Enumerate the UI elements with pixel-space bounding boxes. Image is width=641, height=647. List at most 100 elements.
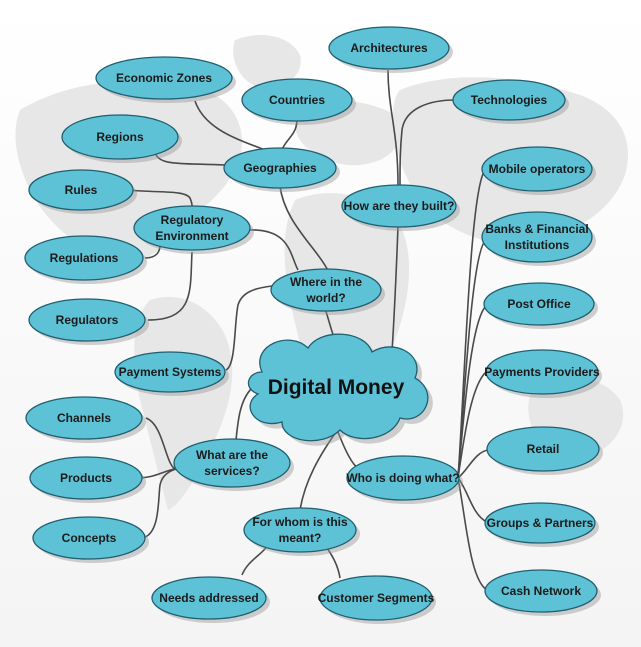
node-retail-label: Retail [527, 442, 560, 456]
node-banks-shape [481, 211, 593, 263]
node-where[interactable]: Where in the world? [270, 268, 382, 312]
node-payments-providers-shape [485, 349, 599, 395]
connector-services [235, 387, 253, 441]
node-where-shape [270, 268, 382, 312]
node-how-built-shape [341, 184, 457, 228]
node-needs[interactable]: Needs addressed [151, 576, 267, 620]
node-banks-label-line2: Institutions [505, 238, 570, 252]
node-groups[interactable]: Groups & Partners [484, 502, 596, 544]
node-regulators-shape [28, 298, 146, 342]
node-groups-label: Groups & Partners [487, 516, 594, 530]
node-mobile-operators[interactable]: Mobile operators [481, 146, 593, 192]
node-channels-shape [25, 396, 143, 440]
node-regulations-label: Regulations [50, 251, 119, 265]
node-regulatory-env-shape [133, 205, 251, 251]
connector-economic-zones [194, 100, 266, 151]
node-banks[interactable]: Banks & Financial Institutions [481, 211, 593, 263]
node-architectures-shape [328, 26, 450, 70]
connector-regulatory-env [247, 229, 299, 271]
connector-payments-providers [457, 371, 487, 479]
center-cloud-shape [247, 333, 429, 442]
connector-groups [457, 477, 488, 523]
node-for-whom-shape [243, 507, 357, 553]
connector-how-built [391, 225, 399, 353]
connector-for-whom [299, 431, 337, 511]
connector-regions [154, 151, 226, 166]
node-customer-segments-label: Customer Segments [318, 591, 435, 605]
node-regulators-label: Regulators [56, 313, 119, 327]
node-concepts-label: Concepts [62, 531, 117, 545]
node-customer-segments[interactable]: Customer Segments [318, 575, 435, 621]
node-post-office[interactable]: Post Office [483, 282, 595, 326]
node-cash-network[interactable]: Cash Network [484, 569, 598, 613]
node-for-whom[interactable]: For whom is this meant? [243, 507, 357, 553]
node-services[interactable]: What are the services? [173, 438, 291, 488]
center-node[interactable]: Digital Money [247, 333, 433, 446]
node-channels-label: Channels [57, 411, 111, 425]
south-america-shape [134, 296, 233, 510]
node-where-label-line1: Where in the [290, 275, 362, 289]
node-economic-zones-shape [95, 56, 233, 100]
node-geographies[interactable]: Geographies [223, 147, 337, 189]
node-countries[interactable]: Countries [241, 78, 353, 122]
node-payment-systems[interactable]: Payment Systems [114, 351, 226, 393]
node-architectures-label: Architectures [350, 41, 428, 55]
node-regions[interactable]: Regions [61, 114, 179, 160]
node-for-whom-label-line2: meant? [279, 531, 322, 545]
node-who-doing-label: Who is doing what? [346, 471, 459, 485]
node-products-label: Products [60, 471, 112, 485]
node-post-office-label: Post Office [507, 297, 571, 311]
node-who-doing-shape [346, 455, 460, 501]
node-mobile-operators-label: Mobile operators [489, 162, 586, 176]
node-rules-shape [28, 169, 134, 211]
node-concepts-shape [32, 516, 146, 560]
node-for-whom-label-line1: For whom is this [252, 515, 348, 529]
node-countries-shape [241, 78, 353, 122]
node-architectures[interactable]: Architectures [328, 26, 450, 70]
node-payments-providers-label: Payments Providers [484, 365, 600, 379]
center-title: Digital Money [268, 376, 405, 399]
node-regulatory-env-label-line1: Regulatory [161, 213, 224, 227]
node-cash-network-shape [484, 569, 598, 613]
node-services-label-line2: services? [204, 464, 259, 478]
node-regulatory-env[interactable]: Regulatory Environment [133, 205, 251, 251]
connector-technologies [399, 99, 456, 186]
node-mobile-operators-shape [481, 146, 593, 192]
connector-needs [241, 544, 269, 576]
node-economic-zones[interactable]: Economic Zones [95, 56, 233, 100]
node-regulations-shape [24, 235, 144, 281]
node-economic-zones-label: Economic Zones [116, 71, 212, 85]
node-needs-shape [151, 576, 267, 620]
node-technologies[interactable]: Technologies [452, 79, 566, 121]
node-retail[interactable]: Retail [486, 426, 600, 472]
connector-payment-systems [225, 285, 273, 371]
connector-architectures [387, 69, 399, 186]
node-post-office-shape [483, 282, 595, 326]
connector-retail [457, 449, 489, 479]
node-retail-shape [486, 426, 600, 472]
node-geographies-shape [223, 147, 337, 189]
node-who-doing[interactable]: Who is doing what? [346, 455, 460, 501]
node-countries-label: Countries [269, 93, 325, 107]
node-channels[interactable]: Channels [25, 396, 143, 440]
node-how-built[interactable]: How are they built? [341, 184, 457, 228]
node-groups-shape [484, 502, 596, 544]
node-regulatory-env-label-line2: Environment [155, 229, 228, 243]
node-regulators[interactable]: Regulators [28, 298, 146, 342]
node-geographies-label: Geographies [243, 161, 317, 175]
node-regulations[interactable]: Regulations [24, 235, 144, 281]
node-services-shape [173, 438, 291, 488]
node-products[interactable]: Products [29, 456, 143, 500]
node-customer-segments-shape [319, 575, 433, 621]
node-how-built-label: How are they built? [344, 199, 455, 213]
node-rules[interactable]: Rules [28, 169, 134, 211]
node-payments-providers[interactable]: Payments Providers [484, 349, 600, 395]
node-technologies-shape [452, 79, 566, 121]
node-banks-label-line1: Banks & Financial [485, 222, 588, 236]
node-concepts[interactable]: Concepts [32, 516, 146, 560]
node-needs-label: Needs addressed [159, 591, 258, 605]
connector-lines [127, 69, 489, 591]
node-products-shape [29, 456, 143, 500]
